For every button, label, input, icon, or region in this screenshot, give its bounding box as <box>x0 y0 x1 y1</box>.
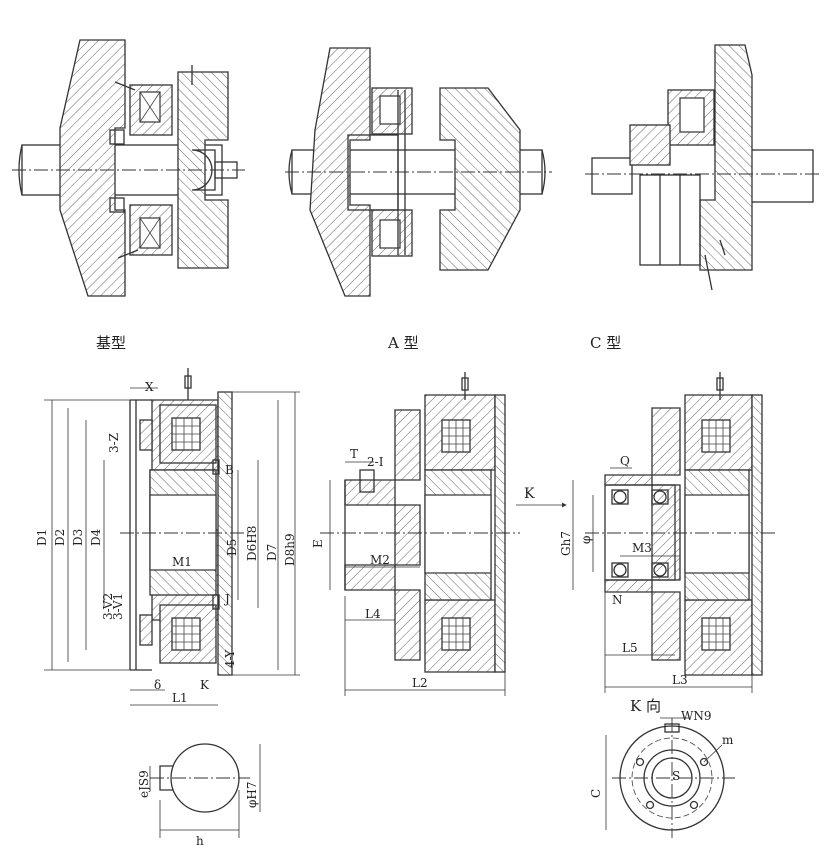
label-d2: D2 <box>53 529 67 546</box>
title-type-a: A 型 <box>387 334 419 352</box>
type-a-drawing <box>320 372 520 696</box>
label-l2: L2 <box>412 676 428 690</box>
label-h: h <box>196 834 204 848</box>
label-3v2: 3-V2 <box>101 593 115 620</box>
label-d8h9: D8h9 <box>283 533 297 566</box>
label-q: Q <box>620 454 630 468</box>
label-d1: D1 <box>35 529 49 546</box>
label-phi: φ <box>579 536 593 544</box>
label-b: B <box>225 463 234 477</box>
label-x: X <box>145 380 154 394</box>
label-l4: L4 <box>365 607 381 621</box>
label-k-arrow: K <box>524 486 535 502</box>
label-s: S <box>672 769 680 783</box>
type-c-drawing <box>572 372 775 693</box>
view-k-drawing <box>605 717 735 838</box>
label-m2: M2 <box>370 553 390 567</box>
keyway-detail <box>149 743 261 838</box>
install-view-2 <box>285 47 552 297</box>
label-k: K <box>200 678 210 692</box>
label-3v1: 3-V1 <box>111 593 125 620</box>
basic-type-drawing <box>44 368 300 706</box>
label-l1: L1 <box>172 691 188 705</box>
label-2i: 2-I <box>367 455 384 469</box>
label-m1: M1 <box>172 555 192 569</box>
label-t: T <box>350 447 358 461</box>
label-wn9: WN9 <box>681 709 711 723</box>
label-d7: D7 <box>265 544 279 561</box>
label-ejs9: eJS9 <box>137 770 151 798</box>
label-gh7: Gh7 <box>559 531 573 556</box>
install-view-3 <box>585 44 820 291</box>
label-c: C <box>589 789 603 798</box>
label-d3: D3 <box>71 529 85 546</box>
label-m3: M3 <box>632 541 652 555</box>
install-view-1 <box>12 39 245 297</box>
label-d5: D5 <box>225 539 239 556</box>
label-j: J <box>223 592 230 606</box>
title-basic: 基型 <box>96 334 126 352</box>
label-n: N <box>612 593 623 607</box>
label-d4: D4 <box>89 528 103 546</box>
label-l3: L3 <box>672 673 688 687</box>
label-d6h8: D6H8 <box>245 526 259 561</box>
label-4y: 4-Y <box>223 649 237 668</box>
label-phi-h7: φH7 <box>245 781 259 808</box>
label-l5: L5 <box>622 641 638 655</box>
title-view-k: K 向 <box>630 697 661 715</box>
label-3z: 3-Z <box>107 433 121 453</box>
label-m: m <box>722 733 734 747</box>
label-delta: δ <box>154 678 161 692</box>
title-type-c: C 型 <box>590 334 621 352</box>
label-e: E <box>311 539 325 548</box>
